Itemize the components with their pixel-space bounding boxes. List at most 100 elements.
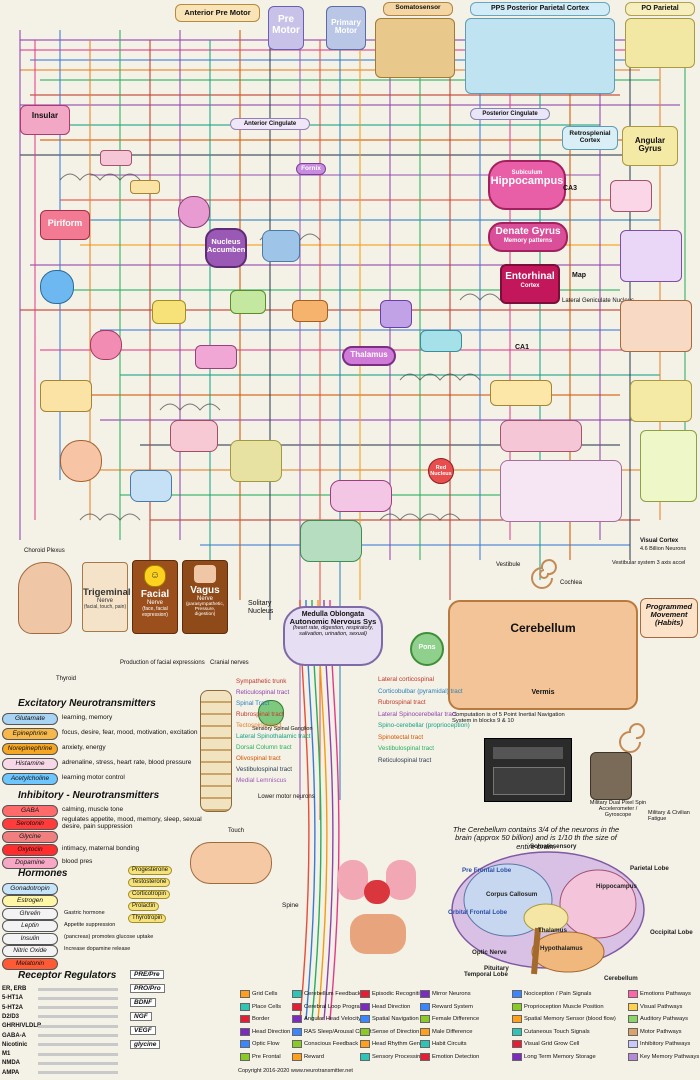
key-item: Episodic Recognition <box>360 990 426 998</box>
cerebellum-caption: The Cerebellum contains 3/4 of the neuro… <box>452 825 620 851</box>
key-swatch <box>360 1027 370 1036</box>
pre-motor-box: Pre Motor <box>268 6 304 50</box>
vagus-label: Vagus <box>190 585 220 596</box>
vagus-sub: Nerve <box>196 596 213 602</box>
key-text: Emotions Pathways <box>640 991 691 997</box>
hormone-side-label: Testosterone <box>128 878 171 887</box>
receptor-name: NMDA <box>2 1060 20 1067</box>
tract2-label: Vestibulospinal tract <box>378 745 435 752</box>
key-item: Male Difference <box>420 1027 473 1036</box>
key-swatch <box>360 1040 370 1048</box>
sensory-ganglion-label: Sensory Spinal Ganglion <box>252 726 313 732</box>
receptor-name: ER, ERB <box>2 986 27 992</box>
key-item: Key Memory Pathways <box>628 1052 699 1061</box>
tract-label: Spinal Tract <box>236 700 270 707</box>
key-text: Auditory Pathways <box>640 1016 689 1022</box>
entorhinal-box: Entorhinal Cortex <box>500 264 560 304</box>
tract2-label: Lateral corticospinal <box>378 676 435 683</box>
key-item: Motor Pathways <box>628 1027 682 1036</box>
key-text: Mirror Neurons <box>432 991 471 997</box>
trigeminal-label: Trigeminal <box>83 587 131 598</box>
brain-label: Cerebellum <box>604 975 638 982</box>
hormone-row: Leptin <box>2 920 62 933</box>
brain-label: Temporal Lobe <box>464 971 508 978</box>
cerebellum-box: Cerebellum Vermis <box>448 600 638 710</box>
tract2-label: Rubrospinal tract <box>378 699 426 706</box>
inhibitory-title: Inhibitory - Neurotransmitters <box>18 790 160 801</box>
facial-card: ☺ Facial Nerve (face, facial expression) <box>132 560 178 634</box>
brain-illustration <box>448 848 648 978</box>
key-swatch <box>420 1015 430 1023</box>
brain-label: Occipital Lobe <box>650 929 693 936</box>
receptor-bar <box>38 1024 118 1028</box>
key-item: Place Cells <box>240 1002 281 1011</box>
ans-desc: (heart rate, digestion, respiratory, sal… <box>292 625 374 637</box>
vagus-desc: (parasympathetic, Pressure, digestion) <box>185 602 225 617</box>
receptor-name: AMPA <box>2 1069 20 1076</box>
brain-label: Hypothalamus <box>540 945 583 952</box>
brain-label: Optic Nerve <box>472 949 507 956</box>
brain-label: Parietal Lobe <box>630 865 669 872</box>
trigeminal-sub: Nerve <box>96 598 113 604</box>
key-item: Pre Frontal <box>240 1052 281 1061</box>
excitatory-name: Acetylcholine <box>2 772 58 785</box>
tract-label: Reticulospinal tract <box>236 689 290 696</box>
spine-label: Spine <box>282 902 299 909</box>
inhibitory-row: Serotonin regulates appetite, mood, memor… <box>2 816 202 830</box>
key-item: Habit Circuits <box>420 1040 466 1048</box>
hormone-name: Estrogen <box>2 895 58 907</box>
dentate-gyrus-box: Denate Gyrus Memory patterns <box>488 222 568 252</box>
key-text: Place Cells <box>252 1003 281 1010</box>
receptor-row: M1 <box>2 1049 118 1059</box>
receptor-row: GHRH/VLDLR <box>2 1021 118 1031</box>
receptor-row: D2/D3 <box>2 1012 118 1022</box>
key-swatch <box>240 1015 250 1023</box>
key-swatch <box>628 1040 638 1048</box>
tract2-label: Lateral Spinocerebellar tract <box>378 710 457 718</box>
excitatory-name: Glutamate <box>2 712 58 725</box>
inhibitory-desc: regulates appetite, mood, memory, sleep,… <box>62 816 202 830</box>
computation-note: Computation is of 5 Point Inertial Navig… <box>452 712 565 725</box>
key-swatch <box>360 1052 370 1061</box>
arm-illustration <box>190 842 272 884</box>
receptor-bar <box>38 1015 118 1019</box>
key-item: Spatial Memory Sensor (blood flow) <box>512 1015 616 1023</box>
key-swatch <box>512 1015 522 1023</box>
key-item: Visual Pathways <box>628 1002 682 1011</box>
primary-motor-box: Primary Motor <box>326 6 366 50</box>
insular-box: Insular <box>20 105 70 135</box>
key-swatch <box>420 990 430 998</box>
key-swatch <box>512 1040 522 1048</box>
key-item: Sense of Direction <box>360 1027 419 1036</box>
receptor-right-item: VEGF <box>130 1026 156 1036</box>
key-swatch <box>292 1002 302 1011</box>
cochlea-label: Cochlea <box>560 580 583 586</box>
medulla-label: Medulla Oblongata <box>301 611 365 618</box>
key-text: Female Difference <box>432 1016 480 1022</box>
key-item: Sensory Processing <box>360 1052 424 1061</box>
pons-box: Pons <box>410 632 444 666</box>
receptor-bar <box>38 1071 118 1075</box>
hormone-note: Appetite suppression <box>64 922 116 928</box>
key-swatch <box>292 1027 302 1036</box>
receptor-row: 5-HT2A <box>2 1003 118 1013</box>
inhibitory-name: Serotonin <box>2 817 58 830</box>
receptor-row: 5-HT1A <box>2 993 118 1003</box>
inhibitory-name: Glycine <box>2 830 58 843</box>
angular-gyrus-box: Angular Gyrus <box>622 126 678 166</box>
excitatory-desc: learning, memory <box>62 714 113 722</box>
thalamus-box: Thalamus <box>342 346 396 366</box>
choroid-label: Choroid Plexus <box>24 548 65 554</box>
key-text: Visual Grid Grow Cell <box>524 1041 580 1047</box>
entorhinal-sub: Cortex <box>520 282 540 289</box>
key-text: Angular Head Velocity <box>304 1016 362 1022</box>
hormone-name: Nitric Oxide <box>2 945 58 957</box>
facial-desc: (face, facial expression) <box>142 606 168 618</box>
thyroid-label: Thyroid <box>56 676 77 682</box>
key-text: Habit Circuits <box>432 1041 467 1047</box>
key-swatch <box>292 990 302 998</box>
receptor-bar <box>38 996 118 1000</box>
